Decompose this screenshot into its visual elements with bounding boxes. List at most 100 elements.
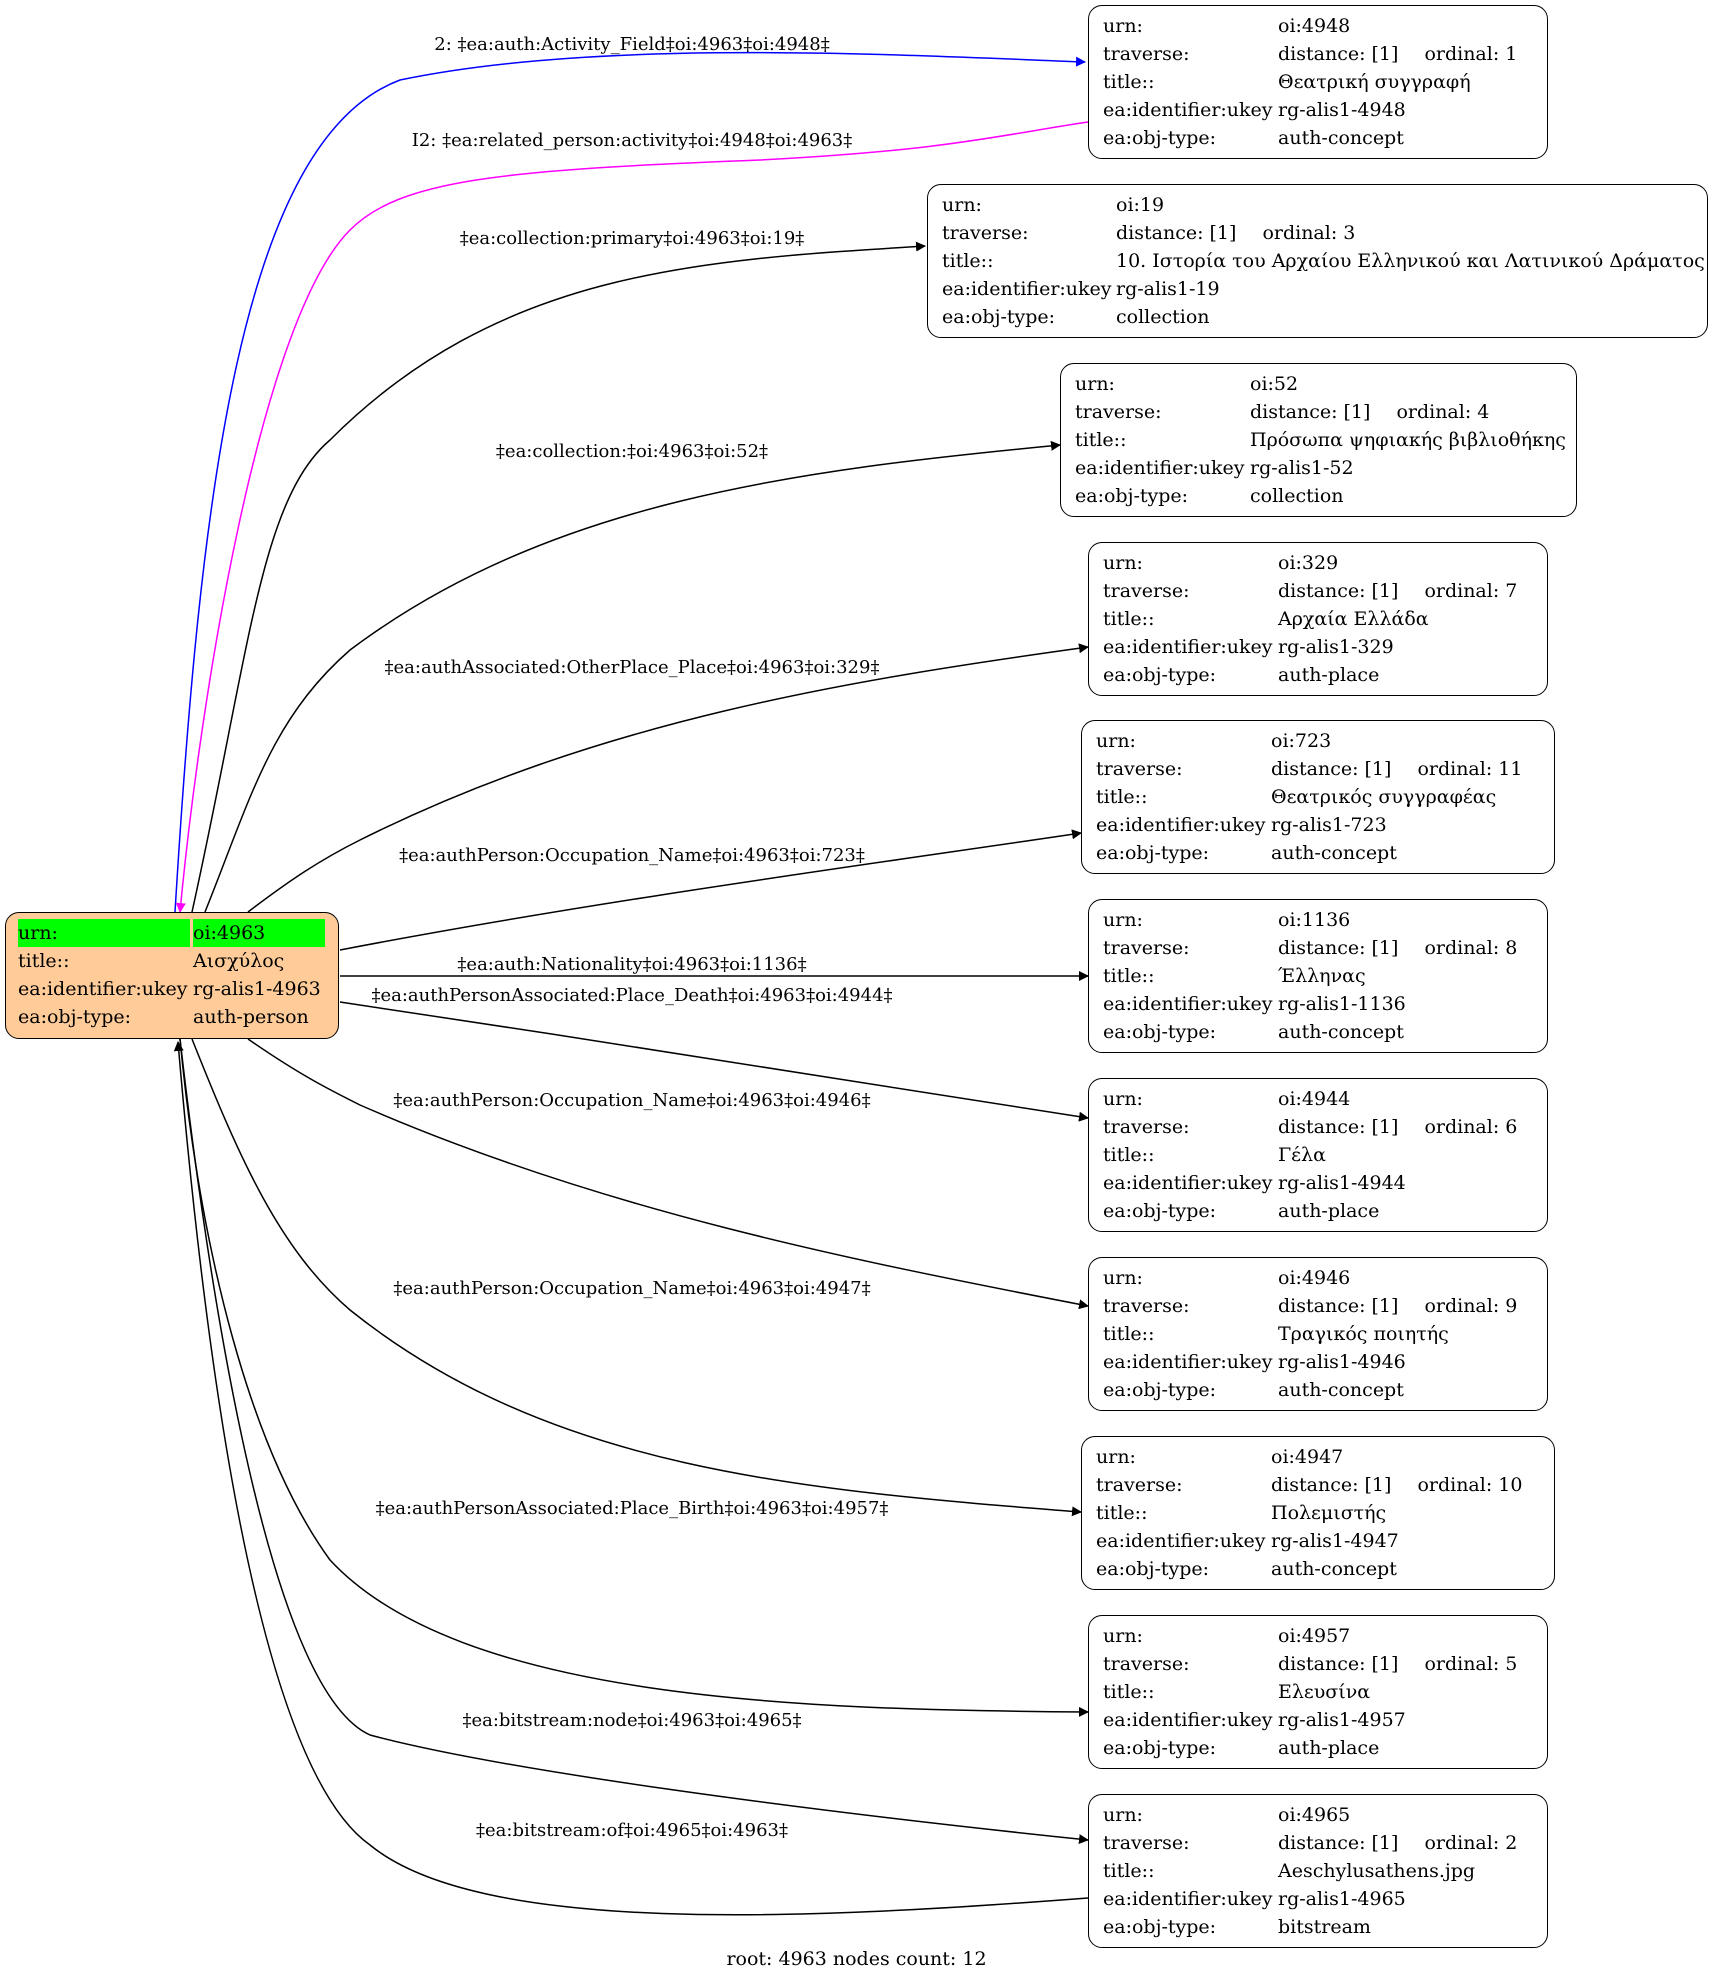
ukey-label: ea:identifier:ukey	[1103, 1709, 1273, 1731]
ukey-label: ea:identifier:ukey	[942, 278, 1112, 300]
distance-value: distance: [1]	[1116, 222, 1237, 244]
traverse-label: traverse:	[1103, 1832, 1190, 1854]
objtype-value: auth-concept	[1278, 1379, 1404, 1401]
edge-bitstream-node	[179, 1038, 1089, 1845]
node-oi-4944[interactable]: urn:oi:4944 traverse:distance: [1]ordina…	[1088, 1078, 1548, 1232]
ukey-label: ea:identifier:ukey	[1103, 1888, 1273, 1910]
objtype-row: ea:obj-type:bitstream	[1103, 1913, 1533, 1941]
traverse-label: traverse:	[1096, 1474, 1183, 1496]
objtype-value: collection	[1250, 485, 1344, 507]
traverse-label: traverse:	[1103, 580, 1190, 602]
node-oi-1136[interactable]: urn:oi:1136 traverse:distance: [1]ordina…	[1088, 899, 1548, 1053]
title-label: title::	[942, 250, 994, 272]
objtype-label: ea:obj-type:	[1103, 1200, 1217, 1222]
edge-occupation-723	[339, 829, 1082, 951]
node-oi-52[interactable]: urn:oi:52 traverse:distance: [1]ordinal:…	[1060, 363, 1577, 517]
objtype-label: ea:obj-type:	[1096, 1558, 1210, 1580]
edge-label: ‡ea:bitstream:of‡oi:4965‡oi:4963‡	[476, 1820, 788, 1841]
title-value: Θεατρική συγγραφή	[1278, 71, 1471, 93]
urn-row: urn:oi:4944	[1103, 1085, 1533, 1113]
objtype-label: ea:obj-type:	[1103, 1916, 1217, 1938]
urn-value: oi:723	[1271, 730, 1332, 752]
title-row: title::Γέλα	[1103, 1141, 1533, 1169]
title-label: title::	[1103, 1144, 1155, 1166]
objtype-label: ea:obj-type:	[1103, 127, 1217, 149]
objtype-value: auth-concept	[1278, 127, 1404, 149]
distance-value: distance: [1]	[1278, 1116, 1399, 1138]
root-objtype-value: auth-person	[193, 1006, 309, 1028]
ordinal-value: ordinal: 1	[1424, 43, 1518, 65]
traverse-row: traverse:distance: [1]ordinal: 6	[1103, 1113, 1533, 1141]
node-oi-4948[interactable]: urn:oi:4948 traverse:distance: [1]ordina…	[1088, 5, 1548, 159]
objtype-label: ea:obj-type:	[1075, 485, 1189, 507]
title-label: title::	[1075, 429, 1127, 451]
edge-bitstream-of	[173, 1041, 1089, 1916]
traverse-label: traverse:	[1103, 43, 1190, 65]
distance-value: distance: [1]	[1278, 1832, 1399, 1854]
title-value: Πρόσωπα ψηφιακής βιβλιοθήκης	[1250, 429, 1566, 451]
traverse-label: traverse:	[1103, 1653, 1190, 1675]
title-value: Γέλα	[1278, 1144, 1326, 1166]
root-objtype-label: ea:obj-type:	[18, 1006, 132, 1028]
title-label: title::	[1103, 608, 1155, 630]
edge-related-person-activity	[175, 121, 1089, 913]
ukey-label: ea:identifier:ukey	[1096, 1530, 1266, 1552]
objtype-row: ea:obj-type:auth-place	[1103, 1197, 1533, 1225]
edge-occupation-4946	[247, 1038, 1089, 1310]
ukey-label: ea:identifier:ukey	[1075, 457, 1245, 479]
urn-row: urn:oi:723	[1096, 727, 1540, 755]
title-label: title::	[1096, 1502, 1148, 1524]
urn-label: urn:	[1103, 1804, 1143, 1826]
node-oi-19[interactable]: urn:oi:19 traverse:distance: [1]ordinal:…	[927, 184, 1708, 338]
distance-value: distance: [1]	[1278, 1653, 1399, 1675]
objtype-label: ea:obj-type:	[942, 306, 1056, 328]
edge-occupation-4947	[191, 1038, 1082, 1517]
node-oi-4965[interactable]: urn:oi:4965 traverse:distance: [1]ordina…	[1088, 1794, 1548, 1948]
edge-label: ‡ea:authPersonAssociated:Place_Birth‡oi:…	[376, 1498, 889, 1519]
title-row: title::Θεατρική συγγραφή	[1103, 68, 1533, 96]
node-oi-4947[interactable]: urn:oi:4947 traverse:distance: [1]ordina…	[1081, 1436, 1555, 1590]
traverse-label: traverse:	[942, 222, 1029, 244]
traverse-row: traverse:distance: [1]ordinal: 1	[1103, 40, 1533, 68]
urn-value: oi:4944	[1278, 1088, 1351, 1110]
ukey-value: rg-alis1-4965	[1278, 1888, 1406, 1910]
title-row: title::Πρόσωπα ψηφιακής βιβλιοθήκης	[1075, 426, 1566, 454]
node-oi-723[interactable]: urn:oi:723 traverse:distance: [1]ordinal…	[1081, 720, 1555, 874]
ukey-value: rg-alis1-4948	[1278, 99, 1406, 121]
urn-row: urn:oi:4957	[1103, 1622, 1533, 1650]
urn-label: urn:	[942, 194, 982, 216]
node-oi-4946[interactable]: urn:oi:4946 traverse:distance: [1]ordina…	[1088, 1257, 1548, 1411]
ukey-value: rg-alis1-723	[1271, 814, 1387, 836]
node-oi-4957[interactable]: urn:oi:4957 traverse: distance: [1] ordina…	[1088, 1615, 1548, 1769]
objtype-value: auth-place	[1278, 664, 1380, 686]
traverse-row: traverse:distance: [1]ordinal: 4	[1075, 398, 1562, 426]
ukey-value: rg-alis1-4946	[1278, 1351, 1406, 1373]
distance-value: distance: [1]	[1250, 401, 1371, 423]
title-value: Πολεμιστής	[1271, 1502, 1387, 1524]
root-node[interactable]: urn: oi:4963 title:: Αισχύλος ea:identif…	[5, 912, 339, 1039]
node-oi-329[interactable]: urn:oi:329 traverse:distance: [1]ordinal…	[1088, 542, 1548, 696]
traverse-label: traverse:	[1103, 1295, 1190, 1317]
edge-collection-52	[204, 440, 1061, 913]
ordinal-value: ordinal: 5	[1424, 1653, 1518, 1675]
edge-activity-field	[174, 51, 1086, 913]
urn-value: oi:4946	[1278, 1267, 1351, 1289]
objtype-value: auth-concept	[1278, 1021, 1404, 1043]
ukey-value: rg-alis1-1136	[1278, 993, 1406, 1015]
title-label: title::	[1103, 71, 1155, 93]
urn-label: urn:	[1096, 1446, 1136, 1468]
traverse-label: traverse:	[1103, 1116, 1190, 1138]
urn-label: urn:	[1103, 909, 1143, 931]
objtype-row: ea:obj-type:auth-concept	[1096, 1555, 1540, 1583]
ordinal-value: ordinal: 7	[1424, 580, 1518, 602]
title-row: title::10. Ιστορία του Αρχαίου Ελληνικού…	[942, 247, 1705, 275]
urn-value: oi:4947	[1271, 1446, 1344, 1468]
edge-collection-primary	[191, 241, 926, 913]
title-value: Θεατρικός συγγραφέας	[1271, 786, 1497, 808]
